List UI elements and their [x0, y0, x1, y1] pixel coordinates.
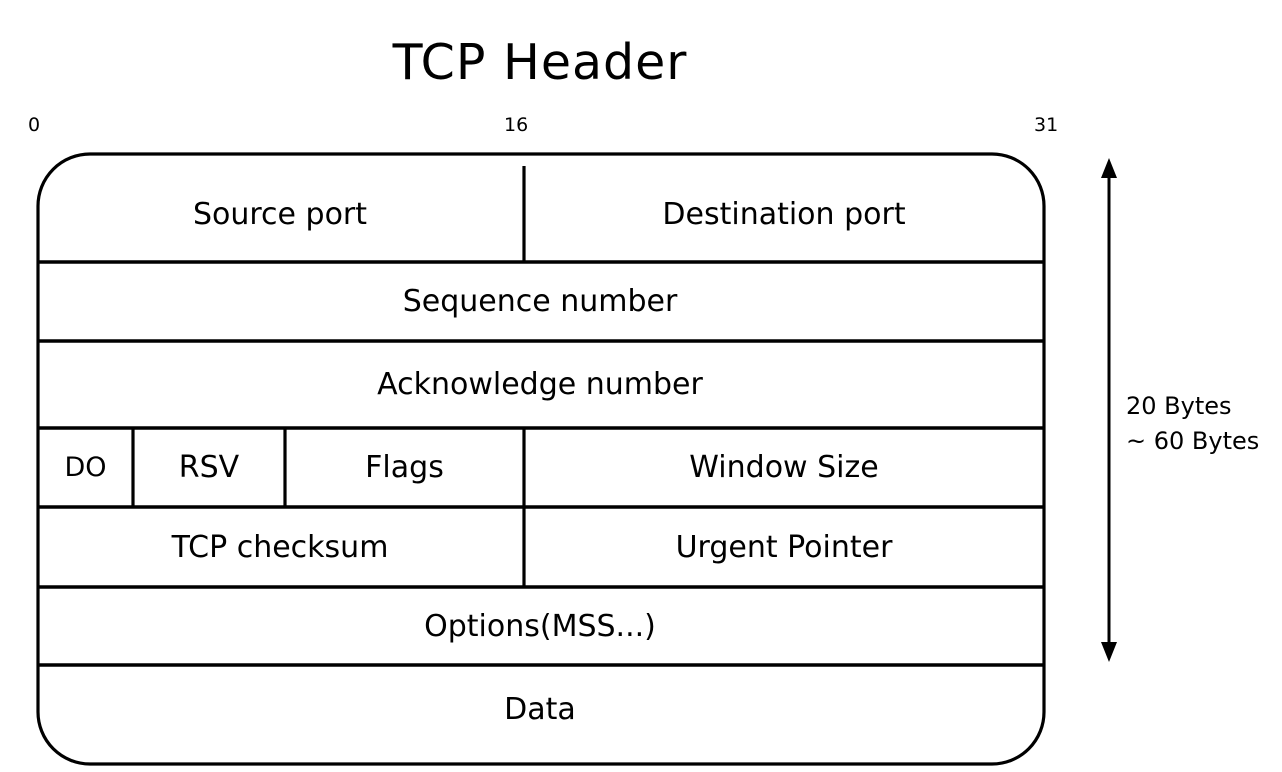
box-border [36, 152, 1046, 766]
header-size-arrow [1086, 150, 1132, 670]
field-data: Data [504, 691, 576, 727]
field-destination-port: Destination port [662, 196, 906, 232]
field-tcp-checksum: TCP checksum [171, 529, 389, 565]
field-flags: Flags [365, 450, 444, 485]
field-options: Options(MSS...) [424, 608, 656, 644]
field-reserved: RSV [178, 450, 240, 485]
field-window-size: Window Size [689, 450, 879, 485]
field-urgent-pointer: Urgent Pointer [675, 529, 893, 565]
page-title: TCP Header [392, 34, 688, 91]
field-acknowledge-number: Acknowledge number [377, 367, 703, 402]
header-size-caption: 20 Bytes ~ 60 Bytes [1126, 389, 1282, 459]
header-box-outline [36, 152, 1046, 766]
bit-label-middle: 16 [504, 114, 529, 136]
bit-label-end: 31 [1034, 114, 1059, 136]
field-sequence-number: Sequence number [402, 284, 678, 319]
double-headed-vertical-arrow-icon [1101, 158, 1117, 662]
header-size-max: ~ 60 Bytes [1126, 426, 1260, 455]
arrow-head-top [1101, 158, 1117, 178]
arrow-head-bottom [1101, 642, 1117, 662]
header-size-min: 20 Bytes [1126, 392, 1232, 420]
field-data-offset: DO [64, 451, 107, 483]
header-box: Source port Destination port Sequence nu… [36, 152, 1046, 766]
bit-label-start: 0 [28, 114, 41, 136]
field-source-port: Source port [192, 196, 368, 232]
